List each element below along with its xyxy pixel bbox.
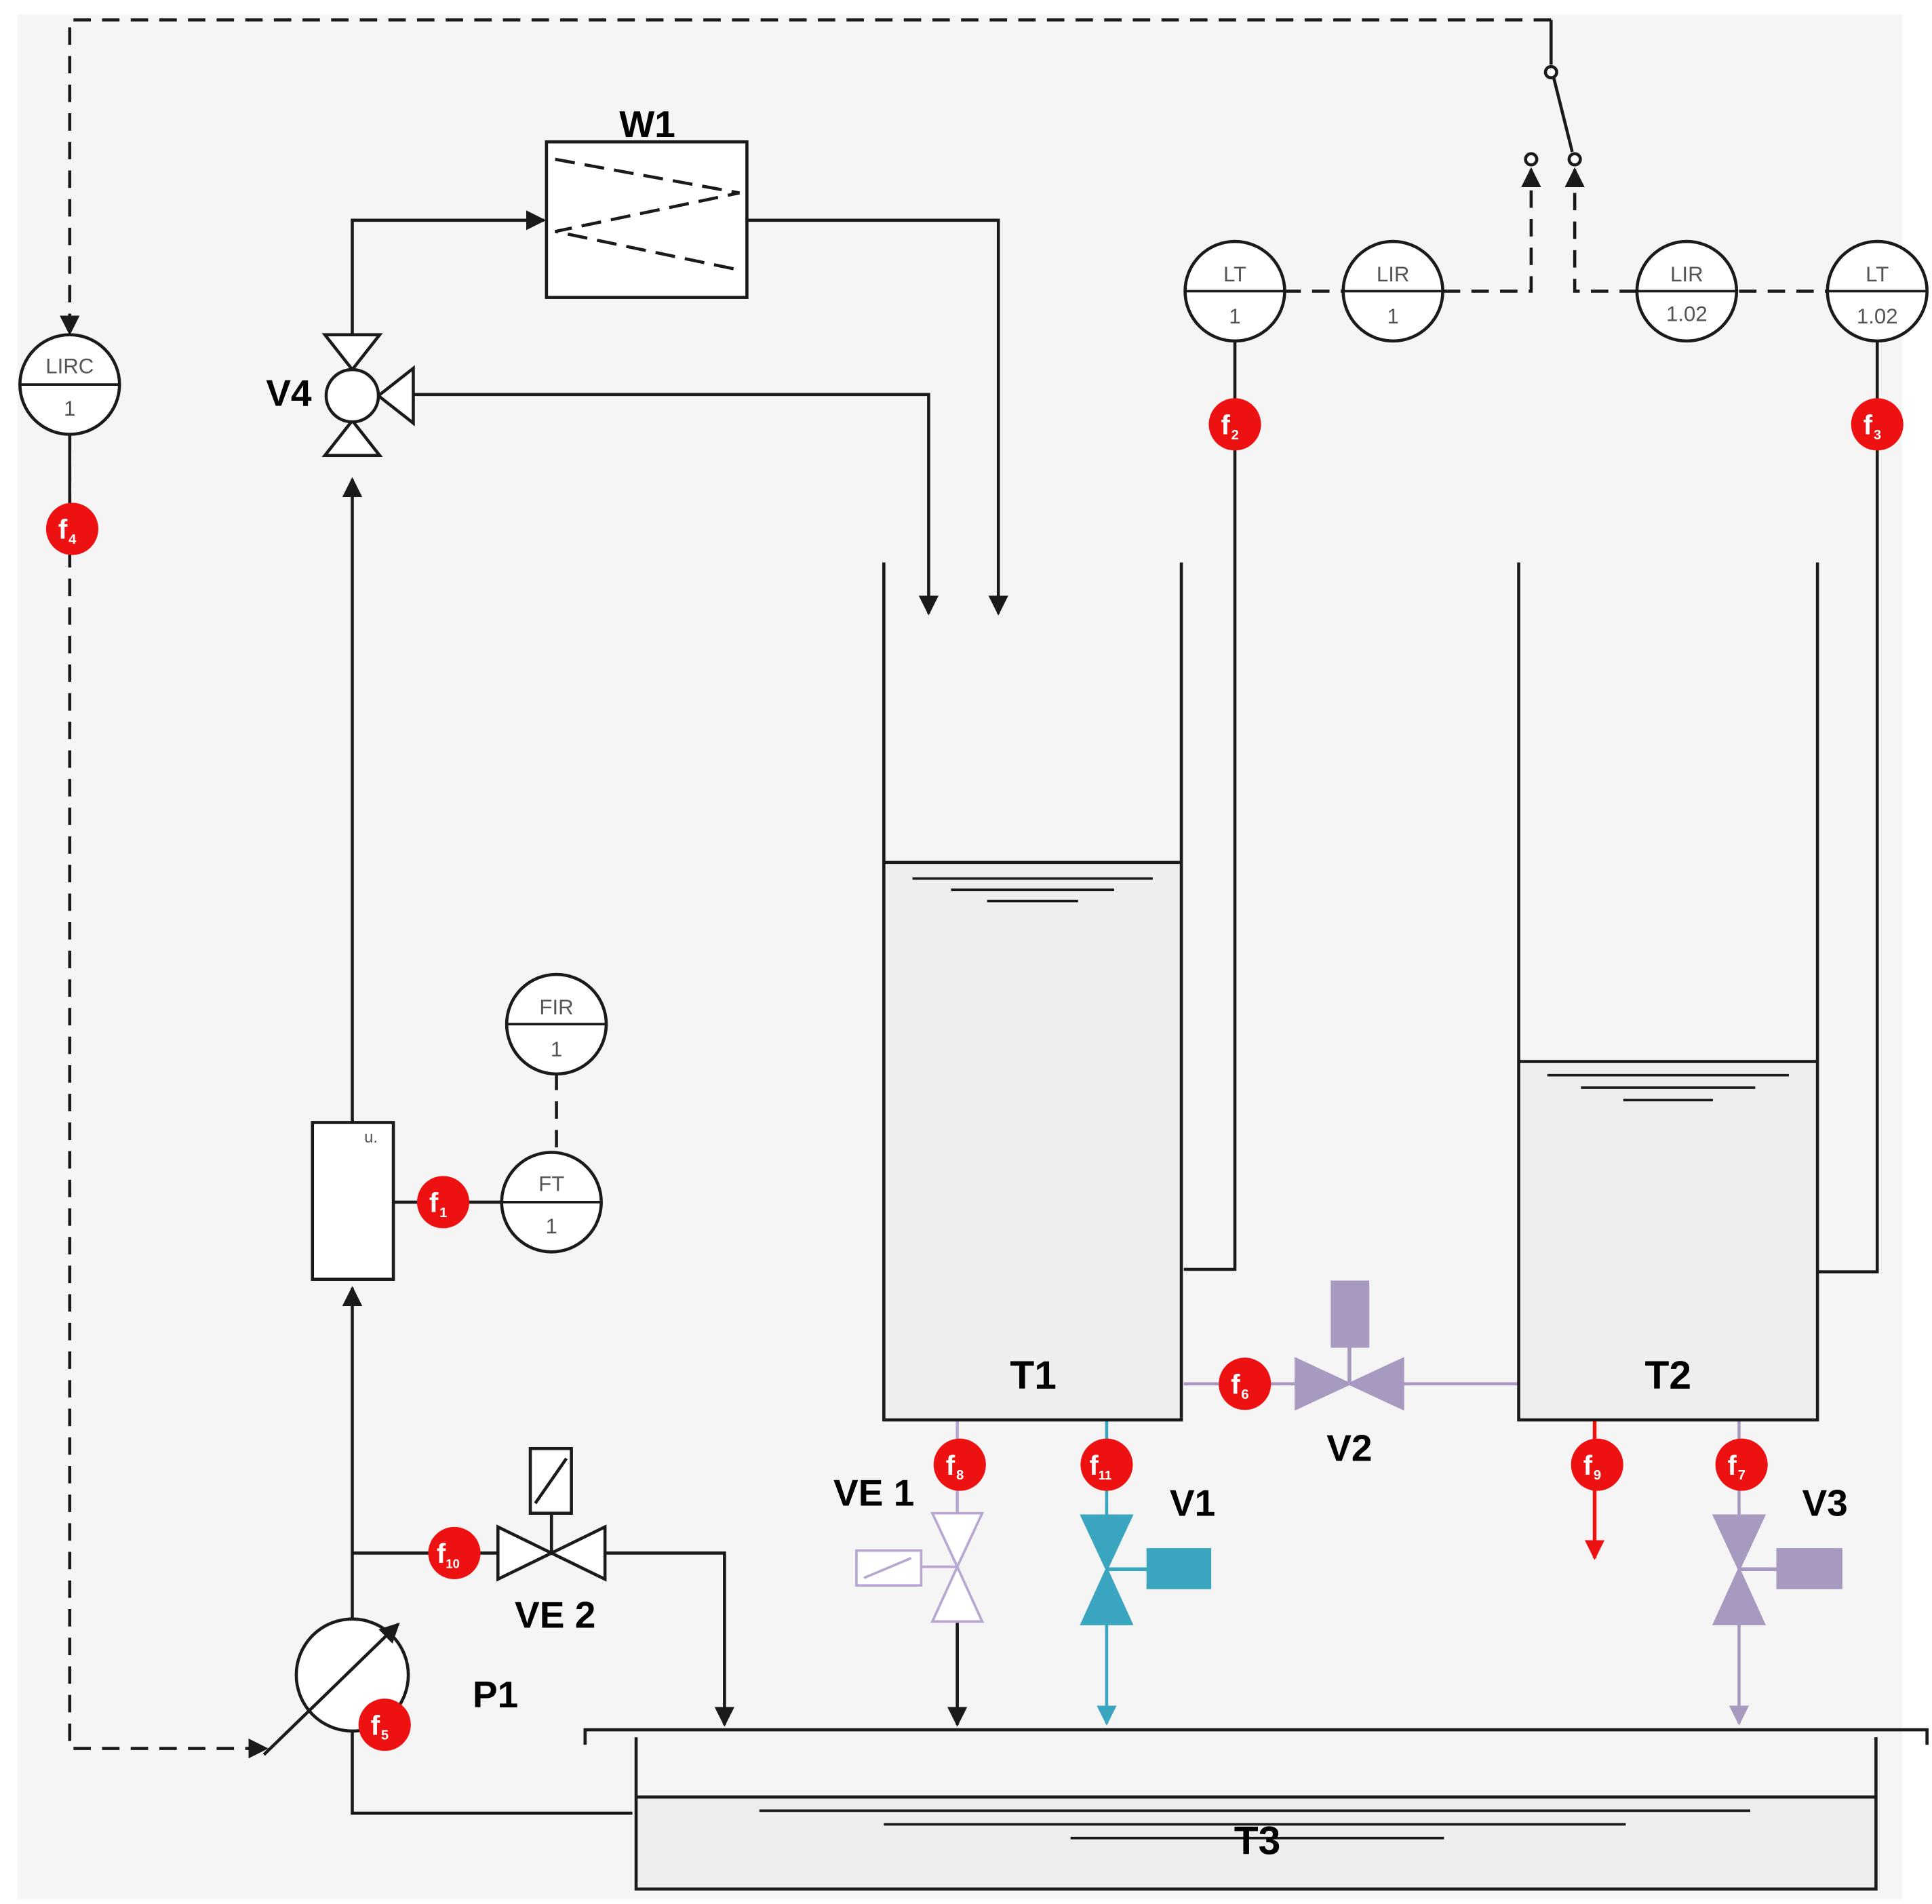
svg-text:f1: f1 bbox=[429, 1187, 448, 1221]
svg-text:1: 1 bbox=[1387, 304, 1398, 328]
valve-v2[interactable] bbox=[1295, 1280, 1404, 1411]
signal-switch-to-lirc bbox=[60, 18, 1552, 336]
svg-text:f11: f11 bbox=[1089, 1450, 1111, 1482]
svg-text:LT: LT bbox=[1866, 262, 1889, 286]
instrument-lt-1: LT 1 bbox=[1183, 239, 1286, 343]
heat-exchanger-w1 bbox=[545, 140, 749, 299]
valve-v1[interactable] bbox=[1080, 1514, 1212, 1625]
valve-v4[interactable] bbox=[321, 333, 415, 458]
svg-text:LIR: LIR bbox=[1670, 262, 1703, 286]
label-v2: V2 bbox=[1326, 1427, 1372, 1469]
level-sensor-lines bbox=[68, 340, 1879, 1273]
svg-text:f8: f8 bbox=[946, 1450, 964, 1483]
label-ve1: VE 1 bbox=[833, 1472, 914, 1514]
instrument-fir-1: FIR 1 bbox=[505, 972, 608, 1076]
lt102-sensing-line bbox=[1818, 340, 1879, 1273]
svg-text:f5: f5 bbox=[371, 1709, 389, 1743]
signal-lines bbox=[60, 18, 1828, 1759]
process-pipes bbox=[342, 210, 1008, 1815]
svg-text:f10: f10 bbox=[437, 1538, 460, 1570]
label-v1: V1 bbox=[1170, 1482, 1215, 1524]
label-t1: T1 bbox=[1010, 1353, 1057, 1397]
svg-text:FT: FT bbox=[538, 1172, 564, 1195]
svg-text:f6: f6 bbox=[1231, 1369, 1249, 1402]
instrument-ft-1: FT 1 bbox=[500, 1151, 603, 1254]
svg-text:1: 1 bbox=[64, 397, 75, 420]
svg-text:LT: LT bbox=[1223, 262, 1246, 286]
instrument-lir-1-02: LIR 1.02 bbox=[1635, 239, 1739, 343]
fault-marker-f10: f10 bbox=[428, 1526, 481, 1579]
instrument-lt-1-02: LT 1.02 bbox=[1826, 239, 1929, 343]
lt1-sensing-line bbox=[1183, 340, 1237, 1271]
svg-text:1: 1 bbox=[1229, 304, 1240, 328]
svg-text:1: 1 bbox=[546, 1214, 557, 1238]
pipe-v4-bypass-to-t1 bbox=[413, 393, 939, 616]
label-p1: P1 bbox=[473, 1673, 518, 1715]
solenoid-valve-ve1[interactable] bbox=[855, 1511, 985, 1623]
label-ve2: VE 2 bbox=[515, 1594, 595, 1636]
pipe-v4-to-w1 bbox=[351, 210, 547, 334]
pipe-ve2-return bbox=[605, 1551, 735, 1727]
svg-text:LIRC: LIRC bbox=[45, 355, 94, 378]
instrument-lirc-1: LIRC 1 bbox=[18, 333, 121, 436]
svg-text:f3: f3 bbox=[1864, 410, 1882, 443]
flowmeter-tag: u. bbox=[364, 1128, 378, 1147]
svg-text:f9: f9 bbox=[1583, 1450, 1602, 1483]
svg-text:f4: f4 bbox=[58, 514, 77, 547]
svg-text:1.02: 1.02 bbox=[1857, 304, 1898, 328]
signal-lir1-to-switch bbox=[1442, 167, 1541, 293]
signal-lirc-to-pump bbox=[68, 435, 269, 1759]
svg-text:f2: f2 bbox=[1221, 410, 1239, 443]
selector-switch bbox=[1524, 20, 1582, 167]
instrument-lir-1: LIR 1 bbox=[1341, 239, 1444, 343]
svg-text:f7: f7 bbox=[1728, 1450, 1746, 1483]
pipe-t3-to-pump bbox=[351, 1730, 633, 1815]
svg-text:1.02: 1.02 bbox=[1666, 302, 1708, 326]
signal-lir102-to-switch bbox=[1564, 167, 1637, 293]
label-w1: W1 bbox=[619, 103, 675, 145]
svg-text:LIR: LIR bbox=[1377, 262, 1410, 286]
label-t2: T2 bbox=[1645, 1353, 1692, 1397]
pipe-w1-to-t1 bbox=[747, 218, 1008, 616]
label-v3: V3 bbox=[1802, 1482, 1847, 1524]
label-t3: T3 bbox=[1234, 1819, 1281, 1863]
tank-t1 bbox=[882, 562, 1183, 1422]
valve-v3[interactable] bbox=[1712, 1514, 1842, 1625]
tank-t3 bbox=[583, 1728, 1929, 1891]
solenoid-valve-ve2[interactable] bbox=[496, 1446, 607, 1582]
svg-text:1: 1 bbox=[551, 1037, 562, 1061]
flowmeter bbox=[311, 1121, 395, 1281]
svg-text:FIR: FIR bbox=[539, 995, 573, 1019]
label-v4: V4 bbox=[266, 372, 312, 414]
fault-marker-f11: f11 bbox=[1080, 1438, 1133, 1491]
tank-t2 bbox=[1517, 562, 1819, 1422]
